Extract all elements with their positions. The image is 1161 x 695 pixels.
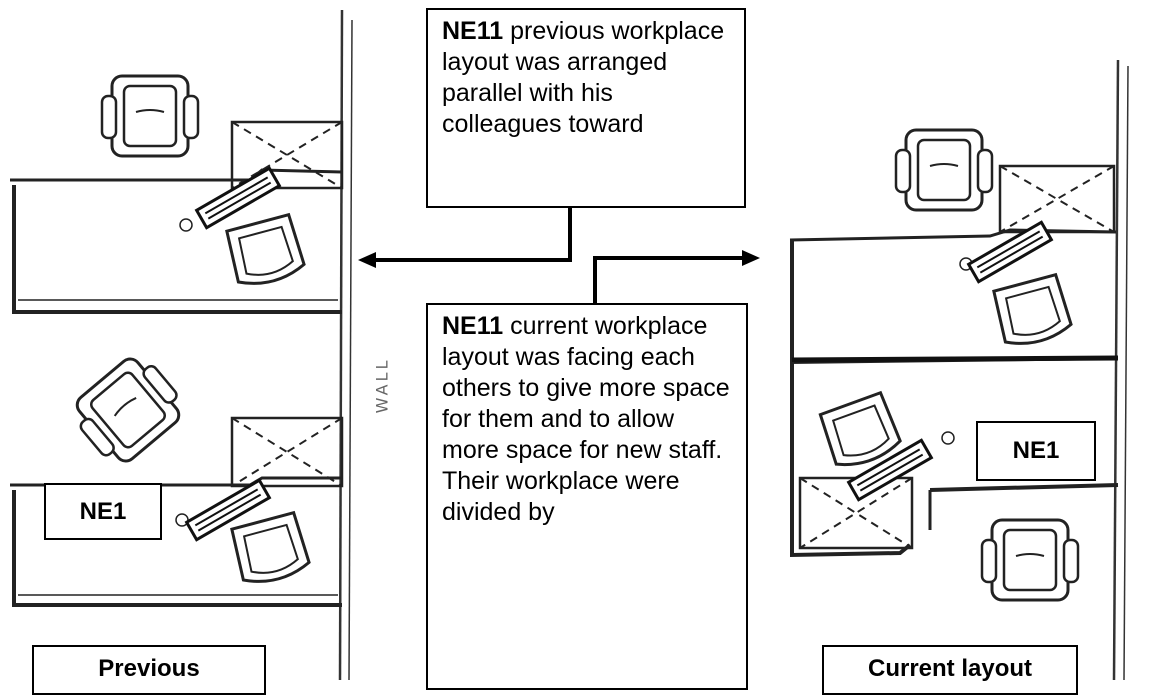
right-wall <box>1112 59 1129 681</box>
chair-icon <box>100 74 200 158</box>
previous-caption: Previous <box>32 645 266 695</box>
chair-icon <box>228 510 313 590</box>
note-text: previous workplace layout was arranged p… <box>442 17 725 138</box>
connector-arrows <box>358 208 760 303</box>
ne1-label-right: NE1 <box>976 421 1096 481</box>
left-wall <box>338 9 353 681</box>
chair-icon <box>990 272 1075 352</box>
chair-icon <box>980 518 1080 602</box>
wall-text: WALL <box>372 357 392 414</box>
keyboard-icon <box>195 166 281 230</box>
note-code: NE11 <box>442 17 504 45</box>
wall-label: WALL <box>354 348 391 418</box>
note-code: NE11 <box>442 312 504 340</box>
chair-icon <box>223 212 308 292</box>
current-layout-note: NE11 current workplace layout was facing… <box>426 303 748 690</box>
partition-divider <box>791 355 1119 363</box>
chair-icon <box>64 347 192 473</box>
chair-icon <box>894 128 994 212</box>
previous-layout-note: NE11 previous workplace layout was arran… <box>426 8 746 208</box>
note-text: current workplace layout was facing each… <box>442 312 730 526</box>
right-lower-desk <box>790 362 1119 558</box>
current-layout-caption: Current layout <box>822 645 1078 695</box>
ne1-label-left: NE1 <box>44 483 162 540</box>
